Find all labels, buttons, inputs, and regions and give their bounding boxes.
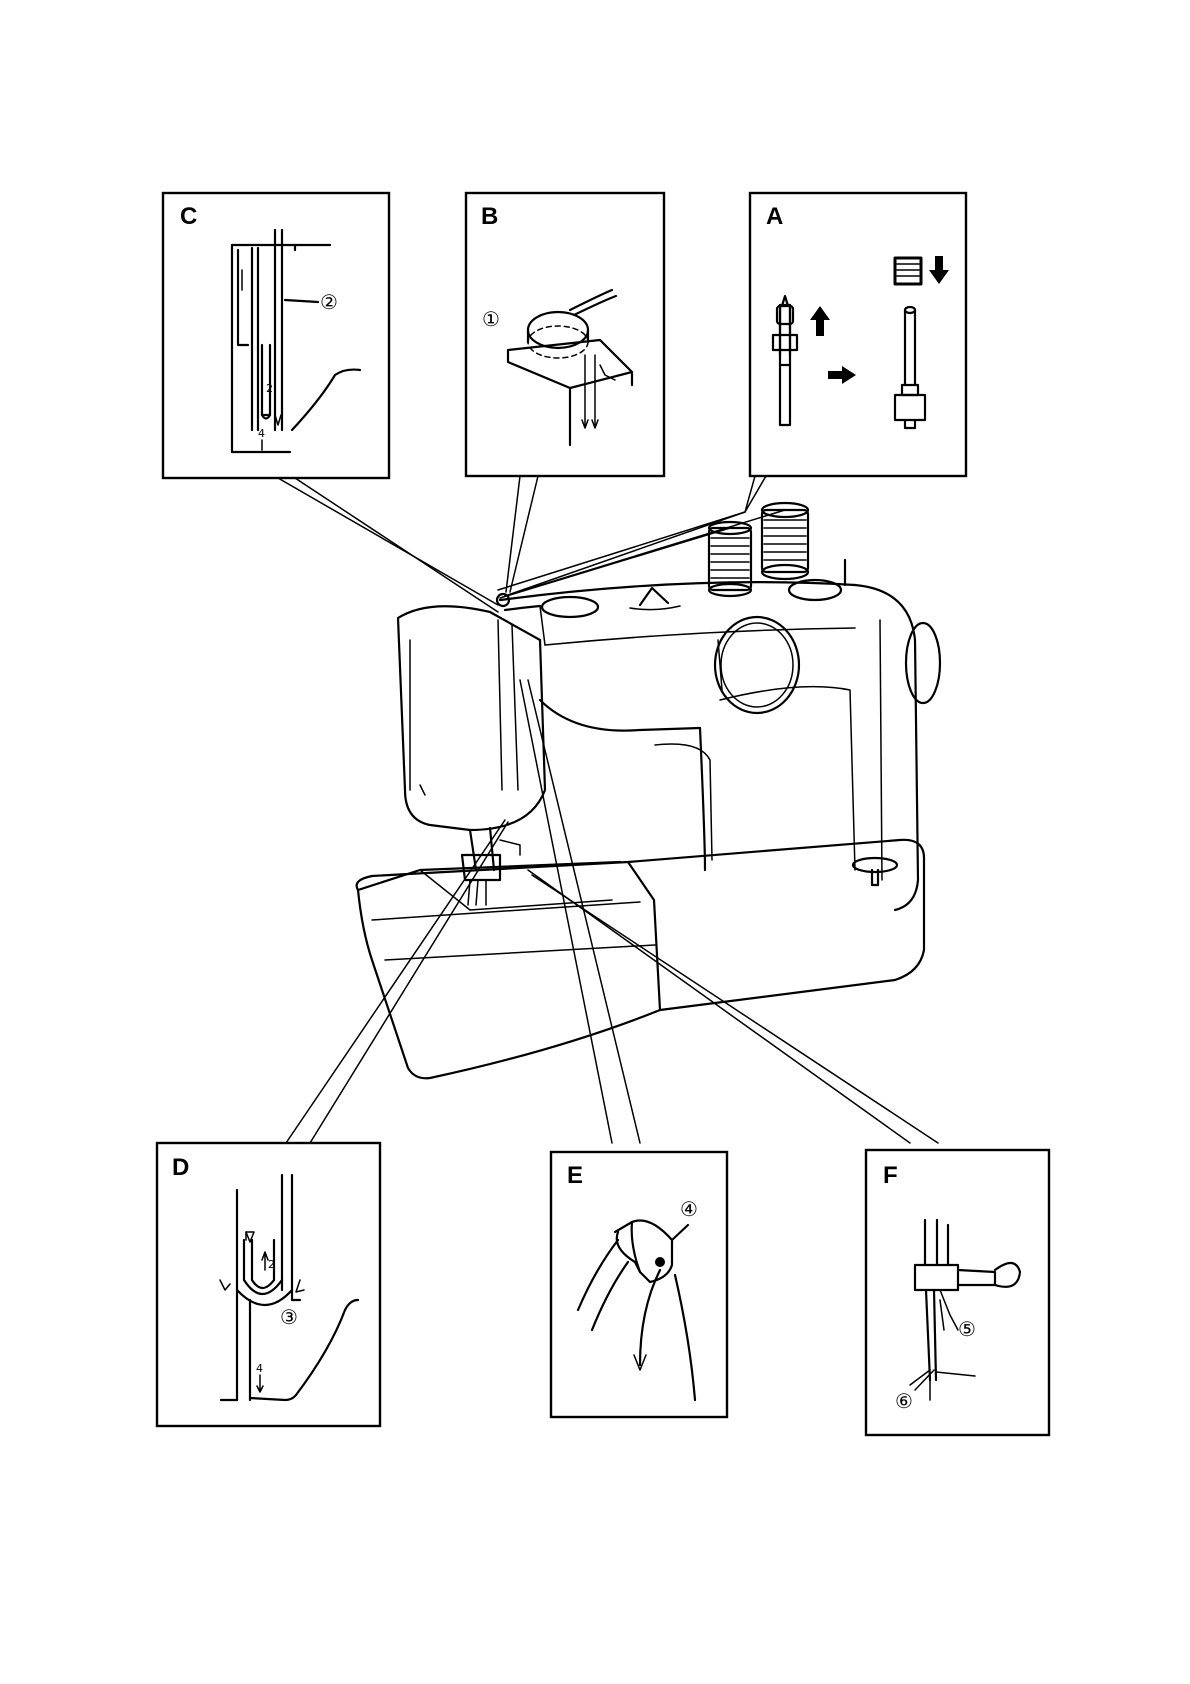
callout-4: ④ — [680, 1197, 698, 1221]
panel-f: F ⑤ ⑥ — [866, 1150, 1049, 1435]
panel-a-letter: A — [766, 203, 783, 230]
step-num: 2 — [266, 382, 273, 395]
step-num: 4 — [256, 1362, 263, 1375]
panel-d-letter: D — [172, 1154, 189, 1181]
callout-1: ① — [482, 307, 500, 331]
panel-c-letter: C — [180, 203, 197, 230]
panel-b: B ① — [466, 193, 664, 476]
step-num: 2 — [268, 1258, 275, 1271]
panel-f-letter: F — [883, 1162, 898, 1189]
panel-c: C ② 2 4 — [163, 193, 389, 478]
panel-b-letter: B — [481, 203, 498, 230]
panel-d: D ③ 2 4 — [157, 1143, 380, 1426]
leader-lines — [278, 476, 938, 1143]
callout-3: ③ — [280, 1305, 298, 1329]
callout-6: ⑥ — [895, 1389, 913, 1413]
sewing-machine — [357, 503, 940, 1078]
callout-5: ⑤ — [958, 1317, 976, 1341]
panel-a: A — [750, 193, 966, 476]
panel-e: E ④ — [551, 1152, 727, 1417]
step-num: 4 — [258, 427, 265, 440]
callout-2: ② — [320, 290, 338, 314]
panel-e-letter: E — [567, 1162, 583, 1189]
